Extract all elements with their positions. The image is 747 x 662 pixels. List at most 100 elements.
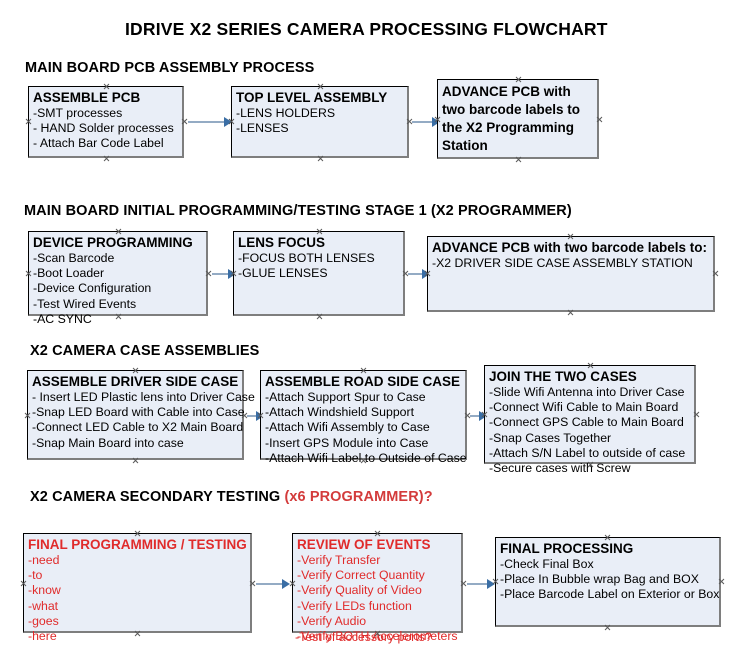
list-item: -Connect Wifi Cable to Main Board [489,400,679,415]
section-heading-accent: (x6 PROGRAMMER)? [284,489,433,505]
list-item: -Verify Quality of Video [297,583,422,598]
box-title: REVIEW OF EVENTS [297,537,431,552]
box-review-of-events[interactable]: REVIEW OF EVENTS -Verify Transfer -Verif… [292,533,463,643]
section-heading-x2-camera-case-assemblies: X2 CAMERA CASE ASSEMBLIES [30,343,259,359]
list-item: -what [28,598,59,613]
list-item: -FOCUS BOTH LENSES [238,251,375,265]
box-item-list: -Verify Transfer -Verify Correct Quantit… [297,553,459,644]
box-title: DEVICE PROGRAMMING [33,235,193,250]
section-heading-main-board-initial-programming: MAIN BOARD INITIAL PROGRAMMING/TESTING S… [24,203,572,219]
box-title: ASSEMBLE PCB [33,90,141,105]
box-join-the-two-cases[interactable]: JOIN THE TWO CASES -Slide Wifi Antenna i… [484,365,696,475]
list-item: -X2 DRIVER SIDE CASE ASSEMBLY STATION [432,256,693,270]
box-item-list: -Attach Support Spur to Case -Attach Win… [265,390,467,466]
box-item-list: -X2 DRIVER SIDE CASE ASSEMBLY STATION [432,256,711,271]
box-item-list: -FOCUS BOTH LENSES -GLUE LENSES [238,251,401,281]
box-item-list: -Slide Wifi Antenna into Driver Case -Co… [489,385,692,476]
list-item: -goes [28,613,59,628]
list-item: -to [28,568,43,583]
box-final-programming-testing[interactable]: FINAL PROGRAMMING / TESTING -need -to -k… [23,533,252,643]
list-item: - Insert LED Plastic lens into Driver Ca… [32,390,255,404]
arrowhead-icon [422,269,430,279]
box-title: ASSEMBLE ROAD SIDE CASE [265,374,461,389]
list-item: -Insert GPS Module into Case [265,435,429,450]
list-item: -Place Barcode Label on Exterior or Box [500,587,720,602]
box-assemble-pcb[interactable]: ASSEMBLE PCB -SMT processes - HAND Solde… [28,86,184,158]
list-item: -Snap LED Board with Cable into Case [32,405,245,420]
box-item-list: - Insert LED Plastic lens into Driver Ca… [32,390,255,451]
box-assemble-driver-side-case[interactable]: ASSEMBLE DRIVER SIDE CASE - Insert LED P… [27,370,255,460]
box-advance-pcb-to-driver-side-case[interactable]: ADVANCE PCB with two barcode labels to: … [427,236,715,312]
box-title: LENS FOCUS [238,235,326,250]
connector-line [412,121,434,123]
box-title: JOIN THE TWO CASES [489,369,637,384]
list-item: -Attach Wifi Label to Outside of Case [265,450,467,465]
list-item: -Attach Support Spur to Case [265,390,426,404]
box-title: ASSEMBLE DRIVER SIDE CASE [32,374,239,389]
list-item: -Verify Audio [297,613,367,628]
section-heading-text: X2 CAMERA CASE ASSEMBLIES [30,343,260,359]
connector-line [470,415,482,417]
connector-line [188,121,226,123]
list-item: -need [28,553,60,567]
box-assemble-road-side-case[interactable]: ASSEMBLE ROAD SIDE CASE -Attach Support … [260,370,467,465]
section-heading-text: MAIN BOARD PCB ASSEMBLY PROCESS [25,60,315,76]
arrowhead-icon [224,117,232,127]
box-title: TOP LEVEL ASSEMBLY [236,90,388,105]
list-item: -SMT processes [33,106,123,120]
list-item: -LENSES [236,121,289,136]
list-item: -Slide Wifi Antenna into Driver Case [489,385,685,399]
list-item: -AC SYNC [33,311,92,326]
list-item: -Snap Main Board into case [32,435,184,450]
list-item: -Place In Bubble wrap Bag and BOX [500,572,699,587]
connector-line [247,415,259,417]
list-item: -LENS HOLDERS [236,106,336,120]
section-heading-text: X2 CAMERA SECONDARY TESTING [30,489,285,505]
connector-line [212,273,230,275]
box-title: FINAL PROGRAMMING / TESTING [28,537,247,552]
list-item: -Boot Loader [33,266,105,281]
list-item: -Connect GPS Cable to Main Board [489,415,684,430]
list-item: -Snap Cases Together [489,430,612,445]
arrowhead-icon [282,579,290,589]
list-item: -GLUE LENSES [238,266,328,281]
arrowhead-icon [487,579,495,589]
list-item: -Attach Wifi Assembly to Case [265,420,430,435]
list-item: - Attach Bar Code Label [33,136,164,151]
box-title: ADVANCE PCB with two barcode labels to t… [442,84,581,153]
list-item: -Attach Windshield Support [265,405,415,420]
box-item-list: -SMT processes - HAND Solder processes -… [33,106,180,152]
section-heading-main-board-pcb-assembly: MAIN BOARD PCB ASSEMBLY PROCESS [25,60,314,76]
box-title: FINAL PROCESSING [500,541,634,556]
list-item: -Scan Barcode [33,251,115,265]
list-item: -here [28,629,57,644]
box-top-level-assembly[interactable]: TOP LEVEL ASSEMBLY -LENS HOLDERS -LENSES [231,86,409,158]
connector-line [467,583,489,585]
page-title: IDRIVE X2 SERIES CAMERA PROCESSING FLOWC… [125,19,608,39]
list-item: -Check Final Box [500,557,594,571]
arrowhead-icon [479,411,487,421]
list-item: -Secure cases with Screw [489,461,631,476]
list-item: -Test Wired Events [33,296,137,311]
connector-line [256,583,284,585]
list-item: -Attach S/N Label to outside of case [489,445,686,460]
box-final-processing[interactable]: FINAL PROCESSING -Check Final Box -Place… [495,537,721,627]
list-item: - HAND Solder processes [33,121,174,136]
list-item: -Device Configuration [33,281,152,296]
list-item: -Verify BOTH Accelerometers [297,629,458,644]
box-item-list: -Check Final Box -Place In Bubble wrap B… [500,557,720,603]
list-item-overflow: -Test of accessory ports? [295,630,432,644]
box-item-list: -need -to -know -what -goes -here [28,553,248,644]
box-advance-pcb-to-programming-station[interactable]: ADVANCE PCB with two barcode labels to t… [437,79,599,159]
list-item: -Connect LED Cable to X2 Main Board [32,420,244,435]
section-heading-x2-camera-secondary-testing: X2 CAMERA SECONDARY TESTING (x6 PROGRAMM… [30,489,433,505]
box-title: ADVANCE PCB with two barcode labels to: [432,240,708,255]
arrowhead-icon [432,117,440,127]
box-lens-focus[interactable]: LENS FOCUS -FOCUS BOTH LENSES -GLUE LENS… [233,231,405,316]
section-heading-text: MAIN BOARD INITIAL PROGRAMMING/TESTING S… [24,203,572,219]
connector-line [408,273,424,275]
list-item: -Verify LEDs function [297,598,412,613]
box-device-programming[interactable]: DEVICE PROGRAMMING -Scan Barcode -Boot L… [28,231,208,326]
box-item-list: -LENS HOLDERS -LENSES [236,106,405,136]
